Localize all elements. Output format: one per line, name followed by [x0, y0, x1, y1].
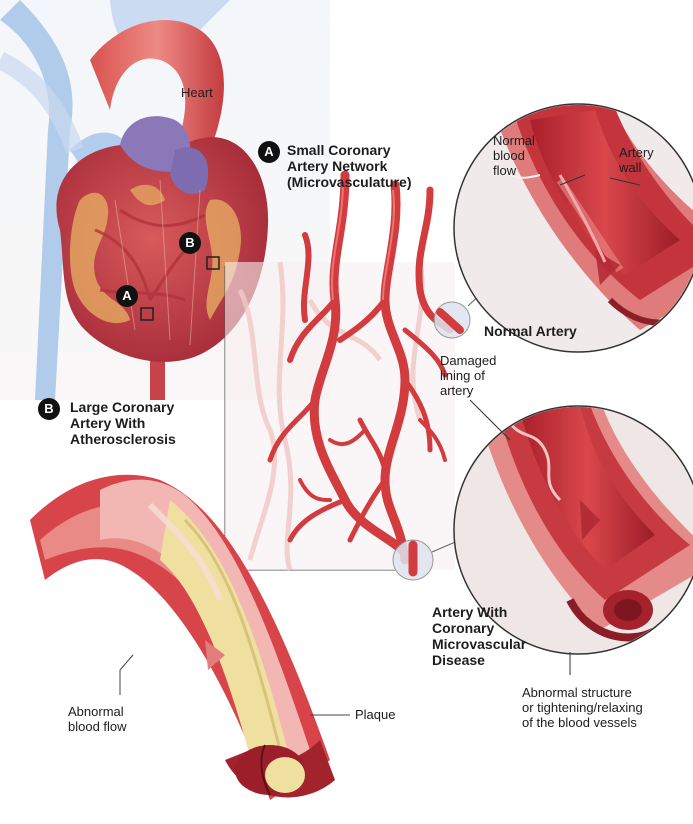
- cmd-line3: Microvascular: [432, 636, 526, 652]
- abnormal-structure-line2: or tightening/relaxing: [522, 701, 643, 716]
- marker-b-badge-large: B: [38, 398, 60, 420]
- cmd-artery-label: Artery With Coronary Microvascular Disea…: [432, 604, 526, 668]
- artery-wall-label: Artery wall: [619, 146, 654, 176]
- cmd-line2: Coronary: [432, 620, 526, 636]
- normal-blood-flow-label: Normal blood flow: [493, 134, 535, 179]
- plaque-label: Plaque: [355, 708, 395, 723]
- marker-a-badge-heart: A: [116, 285, 138, 307]
- cmd-line4: Disease: [432, 652, 526, 668]
- abnormal-structure-line3: of the blood vessels: [522, 716, 643, 731]
- normal-blood-flow-line3: flow: [493, 164, 535, 179]
- small-network-line1: Small Coronary: [287, 142, 411, 158]
- abnormal-structure-label: Abnormal structure or tightening/relaxin…: [522, 686, 643, 731]
- normal-artery-label: Normal Artery: [484, 323, 577, 339]
- damaged-lining-label: Damaged lining of artery: [440, 354, 496, 399]
- artery-wall-line2: wall: [619, 161, 654, 176]
- abnormal-structure-line1: Abnormal structure: [522, 686, 643, 701]
- small-network-line3: (Microvasculature): [287, 174, 411, 190]
- heart-label: Heart: [181, 86, 213, 101]
- small-network-line2: Artery Network: [287, 158, 411, 174]
- marker-a-badge-network: A: [258, 141, 280, 163]
- normal-blood-flow-line1: Normal: [493, 134, 535, 149]
- large-line1: Large Coronary: [70, 399, 176, 415]
- normal-blood-flow-line2: blood: [493, 149, 535, 164]
- damaged-line3: artery: [440, 384, 496, 399]
- damaged-line2: lining of: [440, 369, 496, 384]
- large-line3: Atherosclerosis: [70, 431, 176, 447]
- abnormal-flow-line2: blood flow: [68, 720, 127, 735]
- small-network-label: Small Coronary Artery Network (Microvasc…: [287, 142, 411, 190]
- abnormal-flow-line1: Abnormal: [68, 705, 127, 720]
- artery-wall-line1: Artery: [619, 146, 654, 161]
- large-line2: Artery With: [70, 415, 176, 431]
- marker-b-badge-heart: B: [179, 232, 201, 254]
- abnormal-blood-flow-label: Abnormal blood flow: [68, 705, 127, 735]
- damaged-line1: Damaged: [440, 354, 496, 369]
- cmd-line1: Artery With: [432, 604, 526, 620]
- large-artery-label: Large Coronary Artery With Atheroscleros…: [70, 399, 176, 447]
